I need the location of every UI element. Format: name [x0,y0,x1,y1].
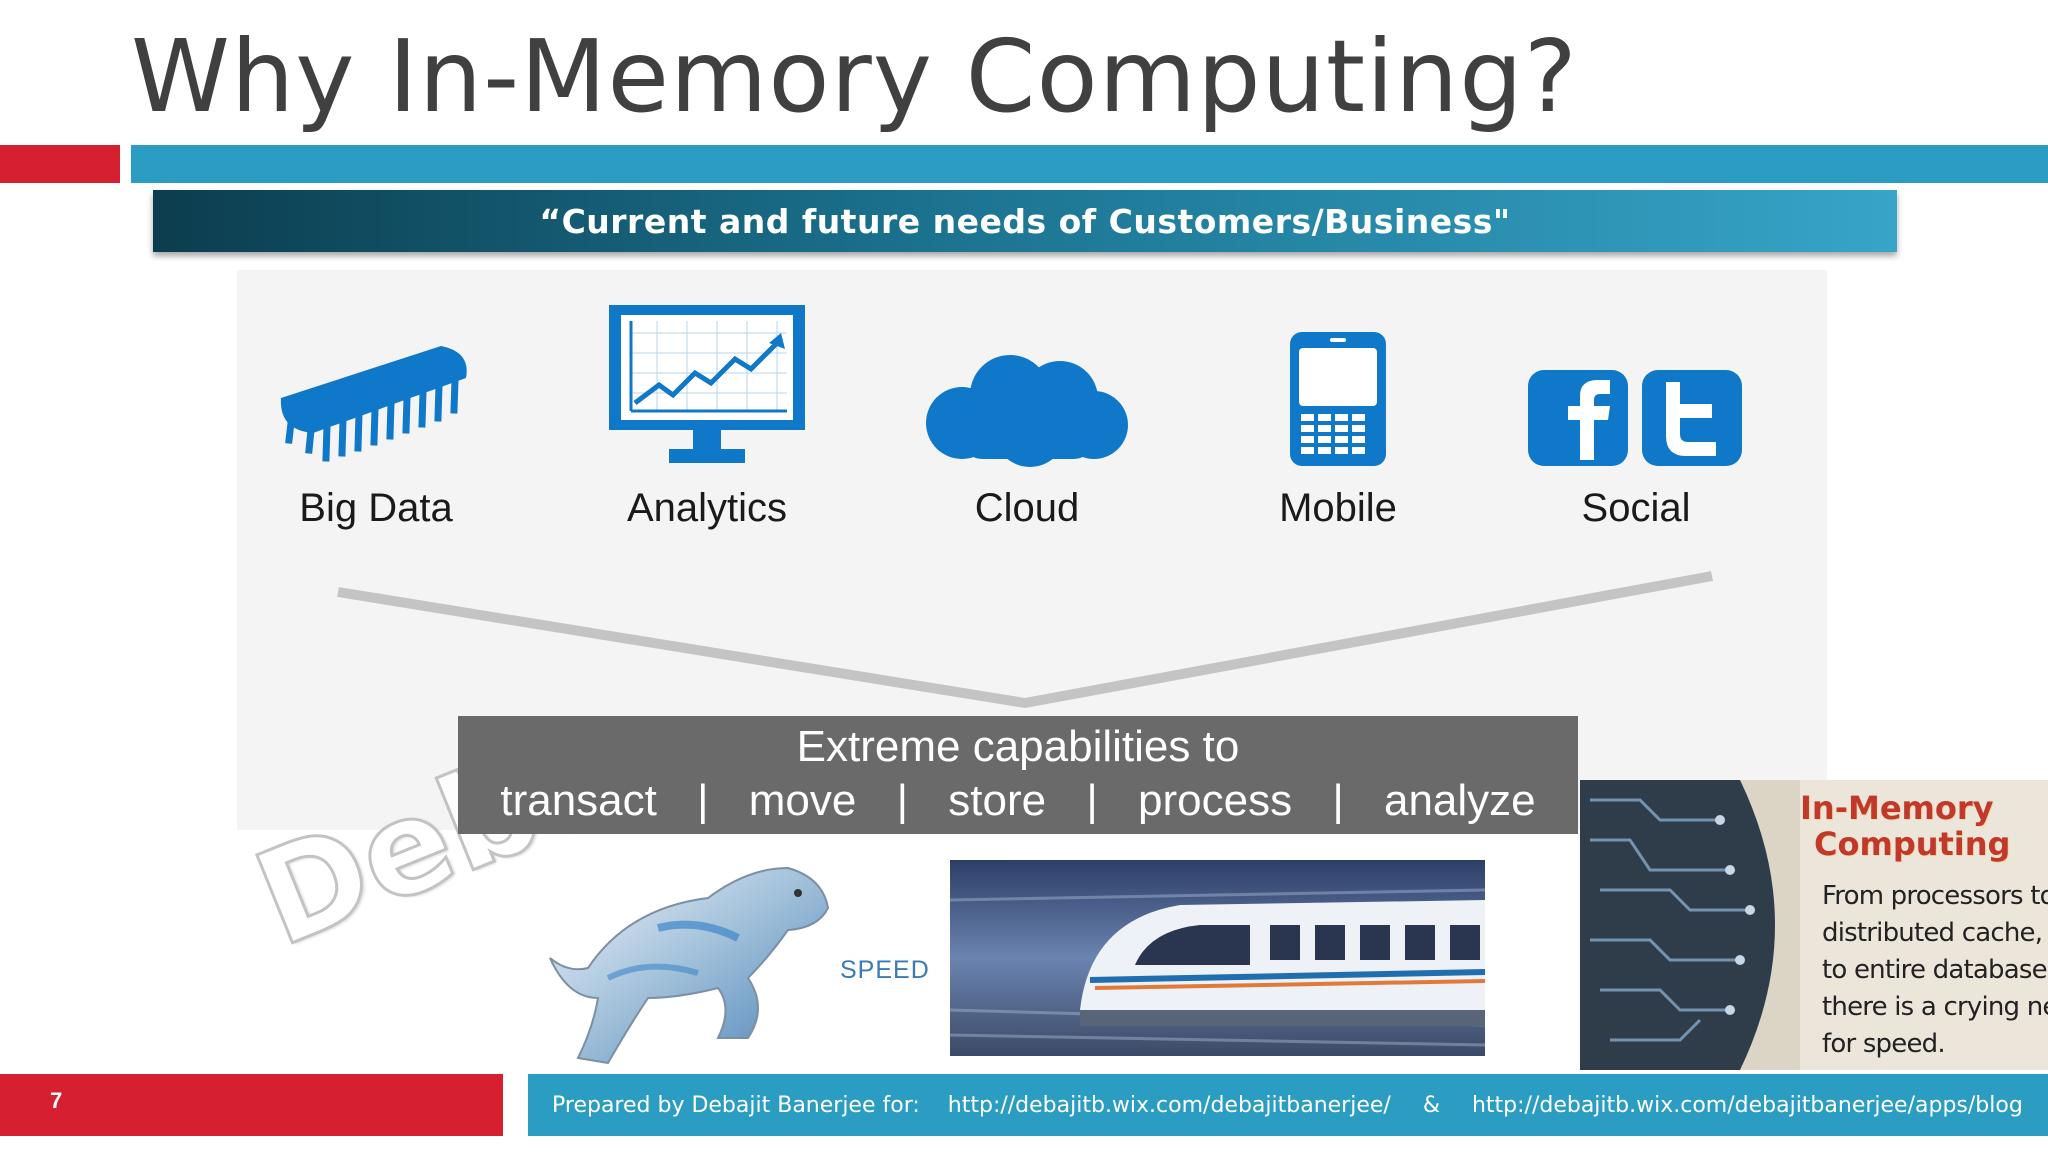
card-text-line: From processors to [1822,881,2048,911]
top-accent-teal-bar [131,145,2048,183]
footer-red-bar [0,1074,503,1136]
footer-link-site[interactable]: http://debajitb.wix.com/debajitbanerjee/ [947,1092,1391,1118]
page-number: 7 [50,1088,63,1113]
banner-text: “Current and future needs of Customers/B… [539,201,1511,241]
capabilities-box: Extreme capabilities to transact | move … [458,716,1578,834]
footer-prepared-by: Prepared by Debajit Banerjee for: [552,1092,920,1118]
capability-process: process [1138,776,1293,825]
cloud-label: Cloud [974,486,1080,530]
social-label: Social [1581,486,1691,530]
footer-teal-bar: Prepared by Debajit Banerjee for: http:/… [528,1074,2048,1136]
capability-separator: | [1086,776,1098,825]
capability-separator: | [1332,776,1344,825]
circuit-board-card-image [1580,780,2048,1070]
top-accent-red-bar [0,145,120,183]
mobile-label: Mobile [1279,486,1397,530]
cloud-icon [926,355,1128,467]
card-text-line: for speed. [1822,1029,1946,1059]
capabilities-heading: Extreme capabilities to [796,722,1240,771]
analytics-item: Analytics [577,305,837,531]
capability-analyze: analyze [1383,776,1536,825]
big-data-label: Big Data [299,486,453,530]
mobile-item: Mobile [1208,318,1468,531]
capability-separator: | [697,776,709,825]
analytics-label: Analytics [626,486,788,530]
card-title-line1: In-Memory [1800,789,1994,827]
big-data-item: Big Data [246,318,506,531]
social-item: Social [1506,318,1766,531]
capabilities-list: transact | move | store | process | anal… [458,776,1578,826]
capability-move: move [748,776,857,825]
converging-funnel-lines [337,571,1713,708]
maglev-train-image [950,860,1485,1056]
capability-transact: transact [500,776,657,825]
cheetah-image [549,866,830,1065]
speed-label: SPEED [840,956,930,984]
card-title: In-Memory Computing [1800,790,2010,862]
capability-separator: | [896,776,909,825]
facebook-twitter-icon [1528,370,1742,466]
needs-banner: “Current and future needs of Customers/B… [153,190,1897,252]
slide-title: Why In-Memory Computing? [131,18,1578,135]
capability-store: store [948,776,1047,825]
footer-link-blog[interactable]: http://debajitb.wix.com/debajitbanerjee/… [1471,1092,2023,1118]
card-text-line: there is a crying need [1822,992,2048,1022]
card-title-line2: Computing [1814,825,2011,863]
card-text-line: to entire databases, [1822,955,2048,985]
chip-icon [280,346,467,462]
footer-ampersand: & [1422,1092,1440,1118]
chart-monitor-icon [609,305,805,463]
mobile-phone-icon [1290,332,1386,466]
card-text: From processors to distributed cache, to… [1822,878,2048,1063]
cloud-item: Cloud [897,318,1157,531]
card-text-line: distributed cache, [1822,918,2043,948]
